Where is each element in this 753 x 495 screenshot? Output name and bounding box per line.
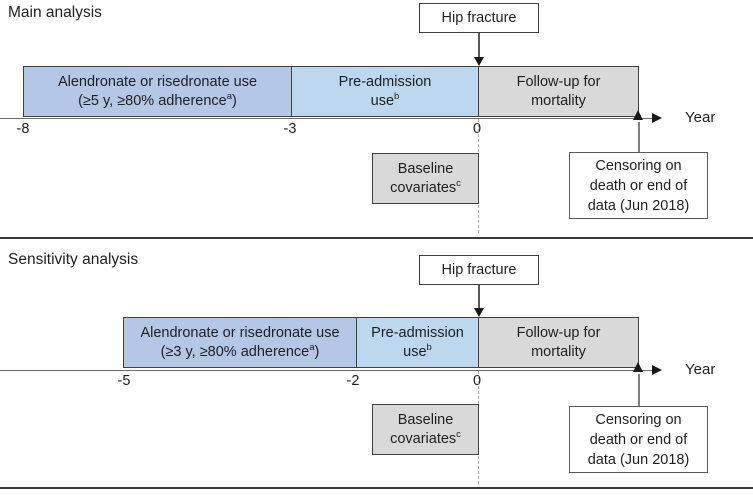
exposure-box: Alendronate or risedronate use (≥3 y, ≥8… [123, 317, 357, 368]
baseline-covariates-box: Baseline covariatesc [372, 404, 479, 455]
censoring-label-line1: Censoring on [595, 411, 682, 428]
preadmission-label-line2: useb [403, 341, 432, 360]
footnote-a: a [309, 341, 315, 353]
hip-fracture-label: Hip fracture [441, 10, 517, 26]
timeline-axis [0, 369, 654, 371]
exposure-box: Alendronate or risedronate use (≥5 y, ≥8… [23, 66, 292, 117]
footnote-b: b [394, 90, 400, 102]
footnote-a: a [226, 90, 233, 102]
tick-label-zero: 0 [472, 121, 482, 137]
section-title-sensitivity: Sensitivity analysis [8, 251, 139, 268]
hip-fracture-label: Hip fracture [441, 262, 517, 278]
followup-label-line1: Follow-up for [516, 73, 601, 90]
exposure-label-line2: (≥3 y, ≥80% adherencea) [160, 341, 320, 360]
followup-label-line1: Follow-up for [516, 324, 601, 341]
censoring-label-line2: death or end of [589, 177, 688, 194]
hip-fracture-arrow-line [478, 285, 480, 309]
exposure-label-line1: Alendronate or risedronate use [140, 324, 340, 341]
preadmission-label-line2: useb [370, 90, 400, 109]
tick-label-start: -8 [16, 121, 30, 137]
baseline-label-line1: Baseline [397, 160, 454, 177]
section-divider [0, 237, 753, 239]
down-arrowhead-icon [473, 57, 484, 66]
exposure-label-line1: Alendronate or risedronate use [57, 73, 258, 90]
tick-label-mid: -3 [283, 121, 297, 137]
baseline-label-line2: covariatesc [390, 177, 461, 196]
followup-box: Follow-up for mortality [479, 317, 639, 368]
preadmission-label-line1: Pre-admission [338, 73, 432, 90]
censoring-box: Censoring on death or end of data (Jun 2… [569, 152, 708, 219]
down-arrowhead-icon [473, 308, 484, 317]
up-arrowhead-icon [633, 362, 643, 372]
axis-arrowhead-icon [652, 365, 662, 375]
censoring-box: Censoring on death or end of data (Jun 2… [569, 406, 708, 473]
baseline-label-line1: Baseline [397, 411, 454, 428]
followup-label-line2: mortality [531, 343, 586, 360]
preadmission-box: Pre-admission useb [357, 317, 479, 368]
hip-fracture-box: Hip fracture [419, 255, 539, 285]
tick-label-mid: -2 [346, 373, 360, 389]
tick-label-start: -5 [117, 373, 131, 389]
section-divider [0, 487, 753, 489]
followup-label-line2: mortality [531, 92, 586, 109]
axis-year-label: Year [685, 109, 716, 126]
baseline-label-line2: covariatesc [390, 428, 461, 447]
section-title-main: Main analysis [8, 4, 102, 21]
timeline-axis [0, 117, 654, 119]
axis-arrowhead-icon [652, 113, 662, 123]
footnote-b: b [426, 341, 432, 353]
followup-box: Follow-up for mortality [479, 66, 639, 117]
footnote-c: c [456, 428, 461, 440]
censoring-connector-line [638, 374, 640, 406]
axis-year-label: Year [685, 361, 716, 378]
censoring-label-line1: Censoring on [595, 157, 682, 174]
hip-fracture-box: Hip fracture [419, 3, 539, 33]
footnote-c: c [456, 177, 461, 189]
censoring-label-line3: data (Jun 2018) [587, 197, 690, 214]
exposure-label-line2: (≥5 y, ≥80% adherencea) [78, 90, 237, 109]
censoring-label-line2: death or end of [589, 431, 688, 448]
hip-fracture-arrow-line [478, 33, 480, 58]
preadmission-label-line1: Pre-admission [371, 324, 464, 341]
tick-label-zero: 0 [472, 373, 482, 389]
censoring-connector-line [638, 122, 640, 152]
censoring-label-line3: data (Jun 2018) [587, 451, 690, 468]
up-arrowhead-icon [633, 110, 643, 120]
preadmission-box: Pre-admission useb [292, 66, 479, 117]
baseline-covariates-box: Baseline covariatesc [372, 153, 479, 204]
